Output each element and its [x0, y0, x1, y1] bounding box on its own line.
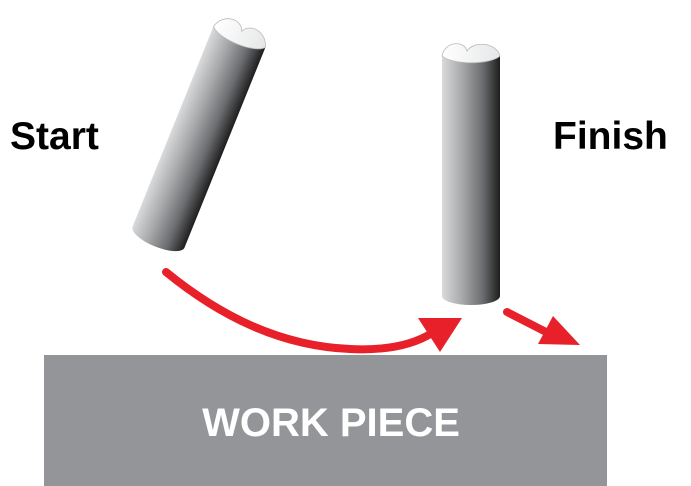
curved-motion-arrow	[162, 268, 462, 354]
curved-arrow-head	[418, 318, 462, 352]
work-piece-label: WORK PIECE	[202, 401, 460, 445]
start-rod-body	[132, 26, 266, 252]
start-rod-top	[213, 18, 266, 50]
start-label: Start	[10, 115, 99, 158]
finish-rod-top	[441, 43, 501, 64]
finish-rod-body	[442, 56, 500, 305]
finish-label: Finish	[553, 115, 668, 158]
finish-tool-rod	[441, 43, 501, 305]
work-piece-block	[44, 355, 607, 486]
exit-arrow-head	[538, 316, 580, 345]
work-piece: WORK PIECE	[44, 355, 607, 486]
curved-arrow-shaft	[162, 268, 436, 354]
exit-motion-arrow	[503, 308, 580, 345]
start-tool-rod	[132, 18, 266, 252]
exit-arrow-shaft	[503, 308, 552, 337]
